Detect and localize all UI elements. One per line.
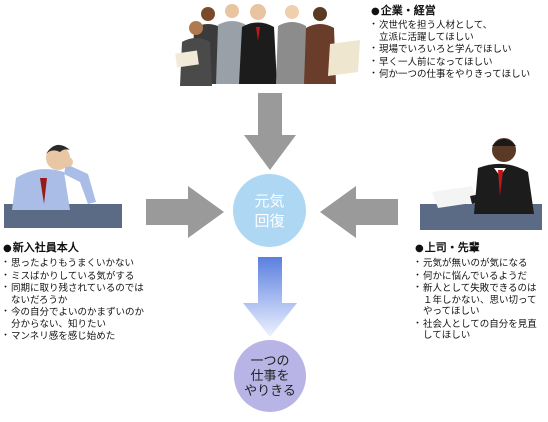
list-item: ミスばかりしている気がする bbox=[1, 271, 173, 283]
supervisor-title: 上司・先輩 bbox=[415, 241, 547, 255]
executive-person bbox=[304, 7, 336, 84]
executives-title: 企業・経営 bbox=[371, 4, 547, 18]
gradient-down-arrow bbox=[243, 257, 297, 337]
executives-illustration bbox=[175, 4, 360, 86]
down-arrow bbox=[244, 93, 296, 170]
left-arrow bbox=[320, 186, 398, 238]
right-arrow bbox=[146, 186, 224, 238]
new-employee-illustration bbox=[4, 144, 122, 228]
executives-note: 企業・経営 次世代を担う人材として、 立派に活躍してほしい 現場でいろいろと学ん… bbox=[369, 4, 547, 81]
goal-label: 一つの 仕事を やりきる bbox=[244, 353, 296, 399]
list-item: 何かに悩んでいるようだ bbox=[413, 271, 547, 283]
supervisor-note: 上司・先輩 元気が無いのが気になる 何かに悩んでいるようだ 新人として失敗できる… bbox=[413, 241, 547, 342]
list-item: 現場でいろいろと学んでほしい bbox=[369, 44, 547, 56]
recovery-circle: 元気 回復 bbox=[233, 174, 306, 247]
list-item: 新人として失敗できるのは １年しかない、思い切って やってほしい bbox=[413, 283, 547, 318]
list-item: 何か一つの仕事をやりきってほしい bbox=[369, 69, 547, 81]
goal-circle: 一つの 仕事を やりきる bbox=[234, 340, 306, 412]
list-item: 元気が無いのが気になる bbox=[413, 258, 547, 270]
list-item: 早く一人前になってほしい bbox=[369, 57, 547, 69]
executive-person bbox=[239, 4, 277, 84]
executive-person bbox=[276, 5, 308, 84]
recovery-label: 元気 回復 bbox=[254, 191, 285, 230]
new-employee-title: 新入社員本人 bbox=[3, 241, 173, 255]
supervisor-illustration bbox=[420, 138, 542, 230]
new-employee-note: 新入社員本人 思ったよりもうまくいかない ミスばかりしている気がする 同期に取り… bbox=[1, 241, 173, 343]
list-item: 次世代を担う人材として、 立派に活躍してほしい bbox=[369, 20, 547, 43]
list-item: 今の自分でよいのかまずいのか 分からない、知りたい bbox=[1, 307, 173, 330]
executive-person bbox=[328, 40, 360, 76]
executive-person bbox=[175, 21, 212, 86]
list-item: 同期に取り残されているのでは ないだろうか bbox=[1, 283, 173, 306]
list-item: マンネリ感を感じ始めた bbox=[1, 331, 173, 343]
list-item: 社会人としての自分を見直 してほしい bbox=[413, 319, 547, 342]
list-item: 思ったよりもうまくいかない bbox=[1, 258, 173, 270]
